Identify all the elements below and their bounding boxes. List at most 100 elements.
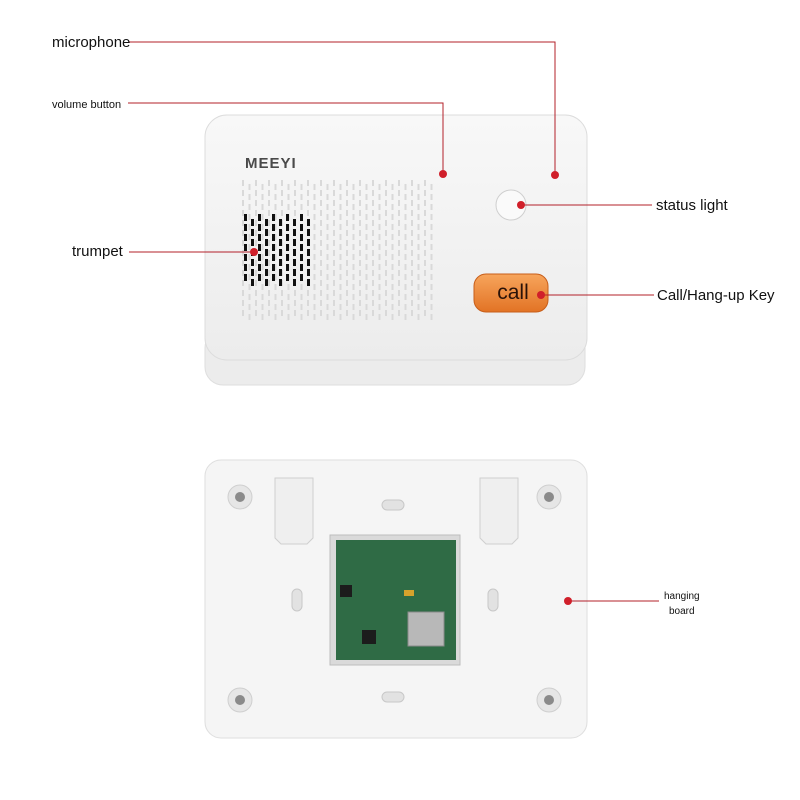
grille-hole [391,294,394,300]
speaker-grille [242,180,433,320]
grille-hole [261,304,264,310]
grille-hole [300,204,303,210]
grille-hole [320,290,322,296]
trumpet-hole [272,254,275,261]
grille-hole [300,294,303,300]
grille-hole [339,234,342,240]
grille-hole [268,240,270,246]
grille-hole [411,190,413,196]
grille-hole [248,294,251,300]
grille-hole [365,224,368,230]
trumpet-hole [286,264,289,271]
grille-hole [391,304,394,310]
grille-hole [320,280,322,286]
grille-hole [320,220,322,226]
grille-hole [398,180,400,186]
grille-hole [346,250,348,256]
label-hanging-board: hanging board [664,589,700,619]
grille-hole [326,314,329,320]
grille-hole [372,200,374,206]
grille-hole [287,314,290,320]
grille-hole [430,284,433,290]
grille-hole [430,184,433,190]
trumpet-hole [251,269,254,276]
grille-hole [274,264,277,270]
grille-hole [417,184,420,190]
grille-hole [359,310,361,316]
brand-logo: MEEYI [245,155,297,172]
back-device [204,459,588,739]
grille-hole [385,310,387,316]
grille-hole [261,284,264,290]
grille-hole [320,210,322,216]
grille-hole [268,180,270,186]
grille-hole [404,184,407,190]
grille-hole [411,260,413,266]
grille-hole [255,260,257,266]
grille-hole [359,220,361,226]
grille-hole [333,300,335,306]
trumpet-hole [286,254,289,261]
grille-hole [404,284,407,290]
grille-hole [411,290,413,296]
grille-hole [261,294,264,300]
trumpet-hole [286,234,289,241]
grille-hole [398,210,400,216]
grille-hole [398,230,400,236]
grille-hole [417,294,420,300]
grille-hole [339,204,342,210]
grille-hole [248,244,251,250]
grille-hole [333,310,335,316]
trumpet-hole [265,229,268,236]
grille-hole [365,244,368,250]
grille-hole [430,214,433,220]
grille-hole [404,254,407,260]
grille-hole [346,180,348,186]
grille-hole [352,284,355,290]
grille-hole [385,250,387,256]
grille-hole [255,300,257,306]
grille-hole [333,280,335,286]
trumpet-hole [272,244,275,251]
grille-hole [320,310,322,316]
grille-hole [242,230,244,236]
grille-hole [320,190,322,196]
grille-hole [411,280,413,286]
grille-hole [352,294,355,300]
grille-hole [287,304,290,310]
grille-hole [346,270,348,276]
grille-hole [359,260,361,266]
slot-right [487,588,499,612]
grille-hole [378,314,381,320]
slot-bottom [381,691,405,703]
grille-hole [359,290,361,296]
trumpet-hole [307,229,310,236]
trumpet-hole [265,269,268,276]
grille-hole [287,194,290,200]
grille-hole [326,194,329,200]
grille-hole [248,264,251,270]
grille-hole [320,250,322,256]
grille-hole [385,290,387,296]
grille-hole [248,314,251,320]
grille-hole [268,290,270,296]
grille-hole [378,184,381,190]
marker-dots [250,170,572,605]
grille-hole [248,214,251,220]
grille-hole [378,194,381,200]
grille-hole [268,250,270,256]
trumpet-hole [286,274,289,281]
grille-hole [339,184,342,190]
grille-hole [359,250,361,256]
grille-hole [313,224,316,230]
grille-hole [391,274,394,280]
slot-left [291,588,303,612]
grille-hole [242,310,244,316]
grille-hole [417,214,420,220]
grille-hole [365,314,368,320]
grille-hole [268,220,270,226]
grille-hole [430,264,433,270]
grille-hole [287,184,290,190]
grille-hole [326,214,329,220]
